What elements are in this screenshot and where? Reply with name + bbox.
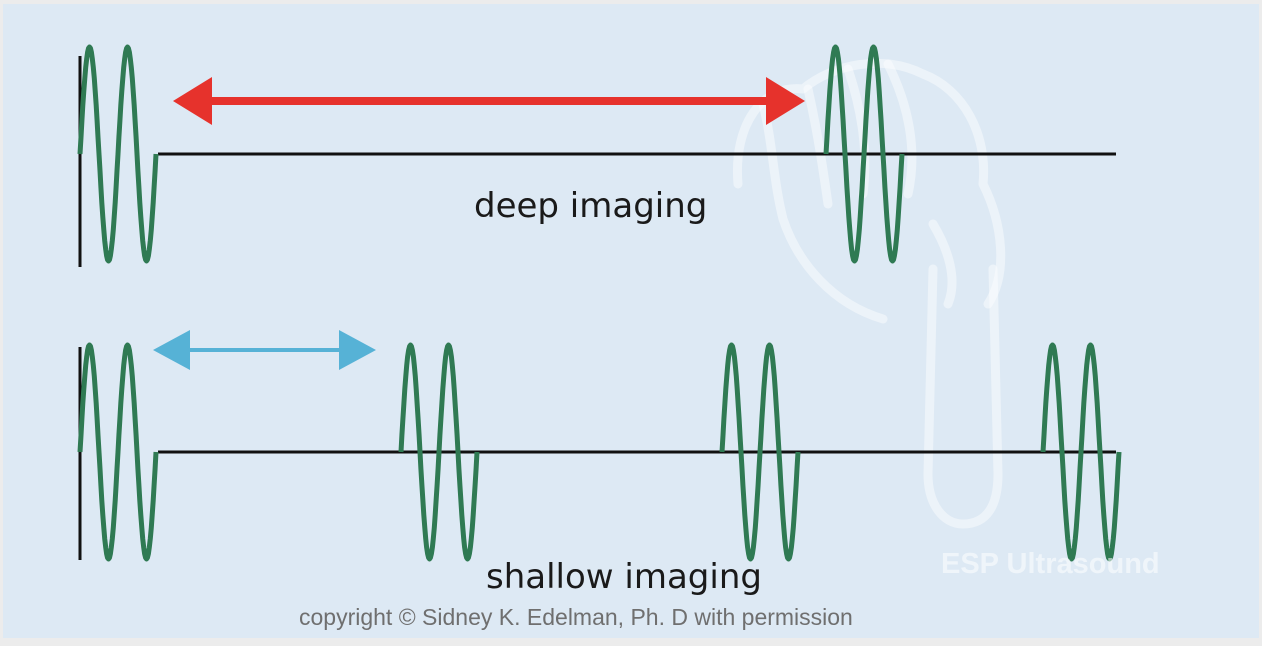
deep-arrow-right-head bbox=[766, 77, 805, 125]
deep-arrow-left-head bbox=[173, 77, 212, 125]
watermark-text: ESP Ultrasound bbox=[941, 548, 1160, 580]
deep-imaging-label: deep imaging bbox=[474, 186, 708, 226]
deep-pulse-transmitted bbox=[77, 44, 159, 264]
shallow-pulse-4 bbox=[1040, 342, 1122, 562]
diagram-canvas: deep imaging shallow imaging copyright ©… bbox=[3, 4, 1259, 638]
deep-listening-arrow bbox=[173, 77, 805, 125]
shallow-pulse-1 bbox=[77, 342, 159, 562]
copyright-caption: copyright © Sidney K. Edelman, Ph. D wit… bbox=[299, 604, 853, 630]
hand-holding-probe-icon bbox=[732, 58, 1006, 529]
shallow-pulse-3 bbox=[719, 342, 801, 562]
shallow-listening-arrow bbox=[153, 330, 376, 370]
shallow-arrow-left-head bbox=[153, 330, 190, 370]
deep-pulse-next bbox=[823, 44, 905, 264]
shallow-imaging-label: shallow imaging bbox=[486, 557, 762, 597]
shallow-pulse-2 bbox=[398, 342, 480, 562]
shallow-arrow-right-head bbox=[339, 330, 376, 370]
pulse-diagram bbox=[77, 44, 1122, 562]
